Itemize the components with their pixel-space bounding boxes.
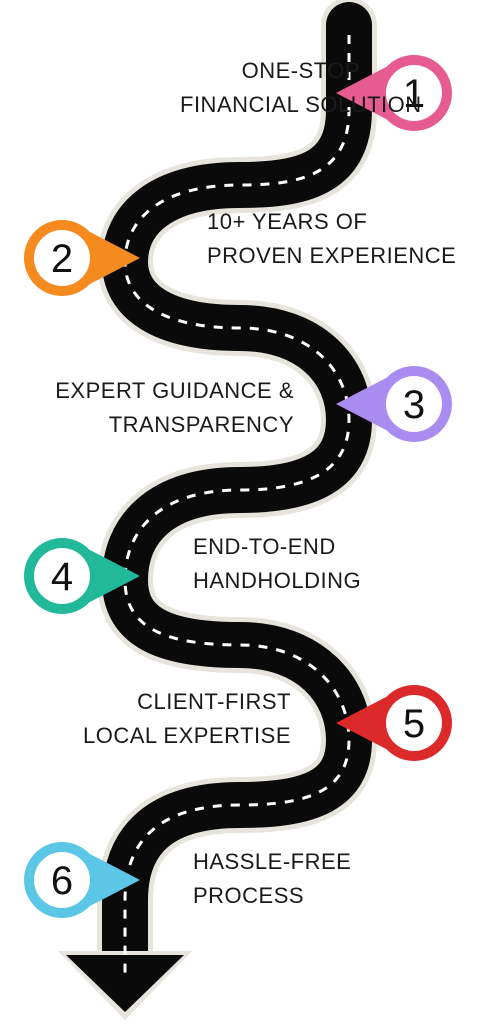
road-center-dashes (123, 35, 351, 975)
pin-center (386, 376, 442, 432)
pin-pointer-icon (336, 378, 386, 430)
milestone-3-line2: TRANSPARENCY (108, 412, 294, 437)
milestone-2-pin: 2 (24, 220, 140, 296)
milestone-4-line1: END-TO-END (193, 534, 336, 559)
milestone-1-line1: ONE-STOP (241, 58, 361, 83)
pin-center (34, 548, 90, 604)
milestone-2-line1: 10+ YEARS OF (207, 209, 368, 234)
milestone-6-line2: PROCESS (193, 883, 305, 908)
pin-center (34, 852, 90, 908)
milestone-3-pin: 3 (336, 366, 452, 442)
pin-center (386, 695, 442, 751)
pin-pointer-icon (90, 550, 140, 602)
pin-pointer-icon (336, 67, 386, 119)
milestone-1-pin: 1 (336, 55, 452, 131)
road-arrow-head (66, 955, 184, 1012)
milestone-1-line2: FINANCIAL SOLUTION (180, 92, 422, 117)
milestone-3-line1: EXPERT GUIDANCE & (55, 378, 294, 403)
milestone-3-label: EXPERT GUIDANCE & TRANSPARENCY (38, 374, 294, 442)
milestone-5-label: CLIENT-FIRST LOCAL EXPERTISE (73, 685, 291, 753)
milestone-4-number: 4 (51, 555, 73, 599)
milestone-1-label: ONE-STOP FINANCIAL SOLUTION (180, 54, 422, 122)
milestone-5-line2: LOCAL EXPERTISE (82, 723, 291, 748)
milestone-1-number: 1 (403, 72, 425, 116)
milestone-5-pin: 5 (336, 685, 452, 761)
milestone-2-label: 10+ YEARS OF PROVEN EXPERIENCE (207, 205, 456, 273)
milestone-3-number: 3 (403, 383, 425, 427)
pin-center (34, 230, 90, 286)
pin-pointer-icon (90, 854, 140, 906)
milestone-6-pin: 6 (24, 842, 140, 918)
milestone-2-number: 2 (51, 237, 73, 281)
pin-pointer-icon (336, 697, 386, 749)
milestone-2-line2: PROVEN EXPERIENCE (207, 243, 457, 268)
milestone-5-line1: CLIENT-FIRST (137, 689, 291, 714)
milestone-4-line2: HANDHOLDING (193, 568, 362, 593)
milestone-5-number: 5 (403, 702, 425, 746)
milestone-4-pin: 4 (24, 538, 140, 614)
milestone-6-label: HASSLE-FREE PROCESS (193, 845, 351, 913)
pin-center (386, 65, 442, 121)
pin-pointer-icon (90, 232, 140, 284)
milestone-4-label: END-TO-END HANDHOLDING (193, 530, 361, 598)
milestone-6-line1: HASSLE-FREE (193, 849, 352, 874)
milestone-6-number: 6 (51, 859, 73, 903)
